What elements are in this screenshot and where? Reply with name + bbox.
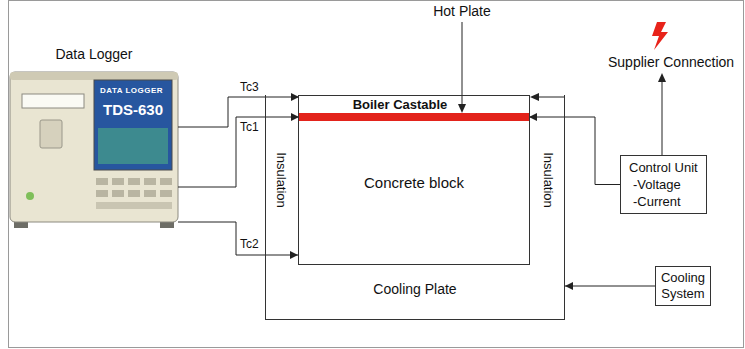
node-text: Cooling System (658, 270, 708, 302)
node-text: Boiler Castable (353, 97, 448, 112)
node-text: Cooling Plate (266, 281, 564, 297)
figure-frame (9, 1, 744, 348)
arrow-head (458, 104, 466, 113)
device-body (10, 72, 178, 222)
device-screen (94, 80, 172, 170)
supply-label: Supplier Connection (608, 54, 734, 70)
supply-line (662, 82, 663, 155)
connector (178, 93, 299, 127)
data-logger: Data Logger (10, 72, 178, 228)
connector-line (178, 222, 298, 255)
device-model-text: TDS-630 (103, 101, 163, 118)
key (128, 178, 140, 185)
leader-line (462, 22, 463, 105)
key (144, 178, 156, 185)
insulation-enclosure: Insulation InsulationCooling Plate Concret… (265, 95, 565, 320)
arrow-head (565, 282, 573, 290)
control-unit-box: Control Unit-Voltage-Current (620, 155, 707, 214)
arrow-head (529, 113, 537, 121)
key (160, 178, 172, 185)
power-lamp (26, 192, 34, 200)
connector-line (178, 97, 299, 127)
key (96, 190, 108, 197)
device-panel (40, 120, 62, 148)
thermocouple-label: Tc2 (240, 237, 259, 251)
key (112, 190, 124, 197)
device-brand-text: DATA LOGGER (100, 86, 163, 95)
key (160, 190, 172, 197)
key (144, 190, 156, 197)
thermocouple-label: Tc3 (240, 80, 259, 94)
node-text: -Current (629, 193, 698, 210)
key (128, 190, 140, 197)
lightning-symbol (652, 22, 668, 50)
key (96, 178, 108, 185)
node-text: Insulation (541, 152, 556, 208)
boiler-castable-layer: Boiler Castable (299, 96, 529, 113)
hot-plate: Hot Plate (299, 113, 529, 121)
connector (178, 222, 298, 259)
key-row (96, 202, 172, 209)
node-text: Hot Plate (433, 3, 491, 19)
connector (565, 282, 655, 290)
concrete-block: Concrete block Boiler CastableHot Plate (298, 95, 530, 265)
cooling-system-box: Cooling System (655, 266, 711, 306)
arrow-head (658, 73, 666, 82)
node-text: Concrete block (299, 174, 529, 191)
node-text: Data Logger (10, 46, 178, 62)
screen-panel (98, 128, 168, 164)
connector-line (565, 286, 655, 287)
printer-slot (22, 94, 84, 108)
wire-line (538, 97, 565, 98)
key (112, 178, 124, 185)
thermocouple-label: Tc1 (240, 120, 259, 134)
node-text: Control Unit (629, 159, 698, 176)
arrow-head (290, 251, 298, 259)
node-text: -Voltage (629, 176, 698, 193)
node-text: Insulation (274, 152, 289, 208)
device-top-strip (10, 72, 178, 80)
